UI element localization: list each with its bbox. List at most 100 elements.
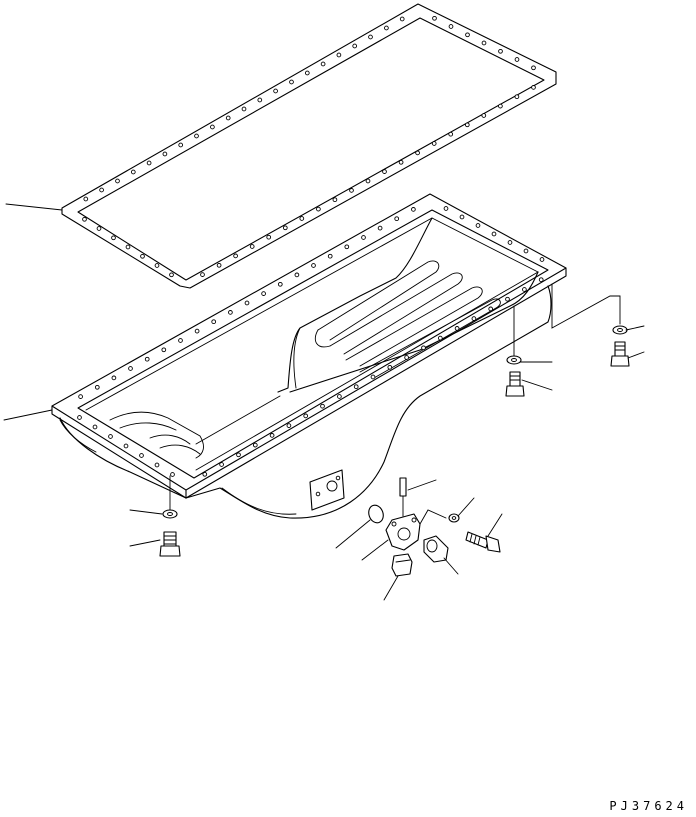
bolt-hole <box>336 52 342 58</box>
bolt-hole <box>294 272 300 278</box>
bolt-hole <box>365 178 371 184</box>
bolt-hole <box>194 328 200 334</box>
bolt-hole <box>431 141 437 146</box>
bolt-hole <box>241 106 247 112</box>
bolt-hole <box>96 226 102 231</box>
bolt-hole <box>154 263 160 268</box>
bolt-hole <box>178 338 183 343</box>
bolt-hole <box>349 188 354 193</box>
drawing-code: PJ37624 <box>609 799 688 813</box>
bolt-hole <box>299 216 305 221</box>
bolt-hole <box>170 472 175 477</box>
bolt-hole <box>443 206 449 211</box>
pin <box>399 477 407 517</box>
bolt-hole <box>320 61 326 67</box>
bolt-hole <box>289 79 294 85</box>
bolt-hole <box>448 24 454 29</box>
bolt-hole <box>225 115 231 121</box>
bolt-hole <box>332 197 338 203</box>
bolt-hole <box>269 433 275 438</box>
bolt-hole <box>144 356 150 362</box>
bolt-hole <box>178 142 184 148</box>
bolt-hole <box>481 113 487 118</box>
bolt-hole <box>539 257 545 262</box>
bolt-hole <box>277 281 283 287</box>
bolt-hole <box>304 70 310 76</box>
bolt-hole <box>252 442 258 448</box>
bolt-hole <box>368 34 373 40</box>
bolt-hole <box>464 122 470 128</box>
bolt-hole <box>377 225 383 231</box>
bolt-hole <box>146 160 152 166</box>
drain-valve-body <box>385 513 421 551</box>
bolt-hole <box>219 462 224 467</box>
bolt-hole <box>194 133 199 139</box>
bolt-hole <box>123 443 129 449</box>
bolt-hole <box>522 287 527 292</box>
small-washer <box>448 513 460 523</box>
bolt-hole <box>538 277 544 283</box>
bolt-hole <box>316 206 321 212</box>
bolt-hole <box>139 453 144 458</box>
bolt-hole <box>327 253 333 259</box>
bolt-hole <box>421 345 426 351</box>
oil-pan-gasket <box>61 3 557 289</box>
bolt-hole <box>399 16 405 22</box>
washer-left <box>162 509 178 519</box>
bolt-hole <box>228 310 233 315</box>
bolt-right-front <box>505 371 525 397</box>
bolt-hole <box>282 225 288 231</box>
bolt-hole <box>394 216 400 222</box>
bolt-right-rear <box>610 341 630 367</box>
bolt-hole <box>531 85 536 90</box>
bolt-hole <box>311 263 316 268</box>
bolt-hole <box>82 216 87 222</box>
washer-right-front <box>506 355 522 365</box>
drain-plug <box>423 535 449 563</box>
hex-nut <box>391 553 413 577</box>
bolt-hole <box>514 94 520 100</box>
bolt-hole <box>99 187 104 193</box>
bolt-hole <box>130 169 136 175</box>
bolt-hole <box>115 178 120 184</box>
callout-leaders <box>3 203 645 601</box>
bolt-hole <box>411 207 416 212</box>
bolt-hole <box>481 40 487 46</box>
bolt-hole <box>370 374 376 380</box>
bolt-hole <box>320 403 325 409</box>
bolt-hole <box>161 347 167 353</box>
side-bolt <box>465 531 501 553</box>
bolt-hole <box>398 159 404 165</box>
bolt-hole <box>111 375 117 381</box>
bolt-hole <box>523 248 529 254</box>
bolt-hole <box>94 384 100 390</box>
bolt-hole <box>125 244 131 250</box>
bolt-hole <box>344 244 350 250</box>
bolt-hole <box>384 25 389 31</box>
bolt-hole <box>92 424 98 430</box>
bolt-hole <box>154 462 160 468</box>
bolt-hole <box>498 103 503 109</box>
bolt-hole <box>236 452 241 458</box>
bolt-hole <box>249 244 255 249</box>
bolt-hole <box>202 471 208 477</box>
oil-pan <box>51 193 567 519</box>
bolt-hole <box>77 415 82 420</box>
bolt-left <box>159 531 181 557</box>
bolt-hole <box>261 291 266 296</box>
bolt-hole <box>382 169 387 174</box>
bolt-hole <box>361 235 366 240</box>
bolt-hole <box>210 124 215 130</box>
bolt-hole <box>415 150 420 156</box>
bolt-hole <box>266 234 272 240</box>
bolt-hole <box>498 48 503 54</box>
bolt-hole <box>475 223 481 228</box>
bolt-hole <box>514 57 520 62</box>
bolt-hole <box>471 316 477 321</box>
bolt-hole <box>437 335 443 341</box>
bolt-hole <box>448 131 454 137</box>
washer-right-rear <box>612 325 628 335</box>
bolt-hole <box>459 214 465 220</box>
bolt-hole <box>169 272 174 278</box>
bolt-hole <box>488 306 494 312</box>
